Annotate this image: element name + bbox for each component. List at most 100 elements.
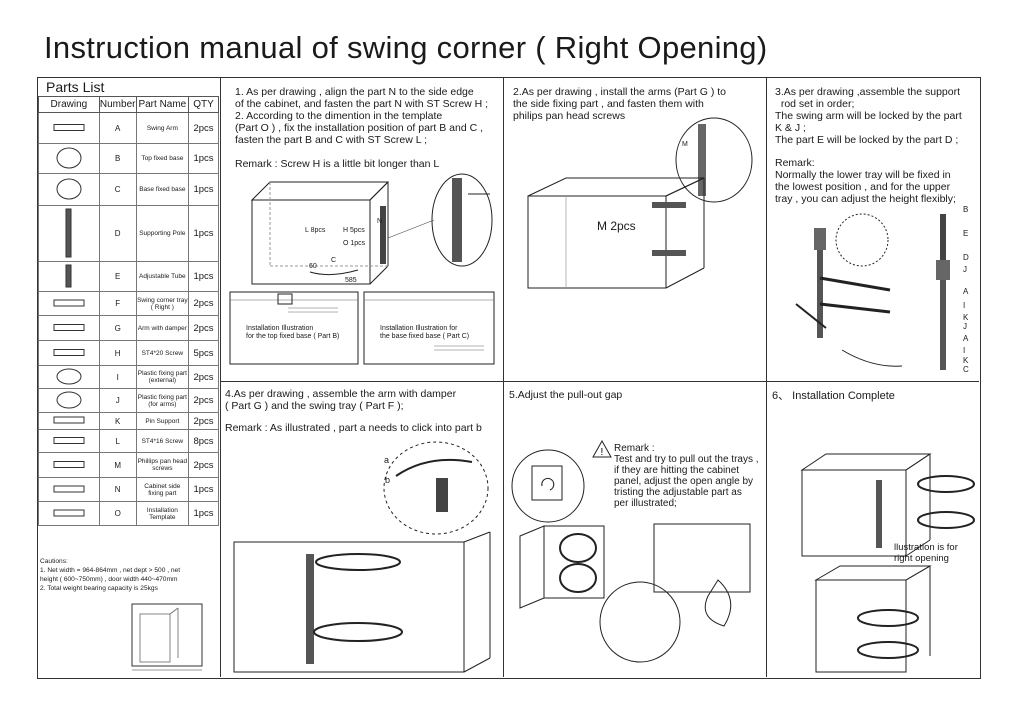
part-number: B (98, 143, 137, 174)
step6-complete-illustration (800, 453, 975, 673)
part-name: Pin Support (135, 412, 190, 430)
step2-cabinet-illustration (527, 117, 753, 289)
part-name: Phillips pan head screws (135, 452, 190, 478)
part-name: Swing Arm (135, 112, 190, 144)
part-number: N (98, 477, 137, 502)
svg-text:!: ! (601, 447, 604, 458)
col-number: Number (98, 96, 137, 113)
divider-col-3 (766, 77, 767, 677)
step1-template-illustrations (229, 291, 495, 365)
part-number: E (98, 261, 137, 292)
step1-label-585: 585 (345, 277, 357, 284)
plastic-fixing-arms-icon (38, 388, 100, 413)
step2-label-m-2pcs: M 2pcs (597, 219, 636, 233)
step3-callout-label: A (963, 287, 969, 296)
step1-caption-top-base: Installation Illustration for the top fi… (246, 325, 340, 340)
step1-remark: Remark : Screw H is a little bit longer … (235, 158, 440, 170)
part-number: C (98, 173, 137, 206)
part-number: I (98, 365, 137, 389)
part-name: Cabinet side fixing part (135, 477, 190, 502)
part-number: H (98, 340, 137, 366)
col-drawing: Drawing (38, 96, 100, 113)
cabinet-dimension-drawing (131, 603, 203, 671)
screw-small-icon (38, 429, 100, 453)
step3-remark: Remark: Normally the lower tray will be … (775, 157, 956, 205)
step1-label-l: L 8pcs (305, 227, 326, 234)
part-qty: 1pcs (188, 477, 219, 502)
step1-label-o: O 1pcs (343, 240, 366, 247)
part-qty: 2pcs (188, 412, 219, 430)
part-qty: 1pcs (188, 501, 219, 526)
part-name: ST4*16 Screw (135, 429, 190, 453)
divider-row (220, 381, 979, 382)
step3-callout-label: I (963, 301, 966, 310)
part-name: Plastic fixing part (for arms) (135, 388, 190, 413)
step3-callout-label: D (963, 253, 969, 262)
part-qty: 2pcs (188, 291, 219, 316)
step3-callout-label: K (963, 313, 969, 322)
step3-callout-label: E (963, 229, 969, 238)
part-number: O (98, 501, 137, 526)
part-name: ST4*20 Screw (135, 340, 190, 366)
part-name: Supporting Pole (135, 205, 190, 262)
adjustable-tube-icon (38, 261, 100, 292)
top-fixed-base-icon (38, 143, 100, 174)
part-name: Top fixed base (135, 143, 190, 174)
screw-icon (38, 340, 100, 366)
step5-text: 5.Adjust the pull-out gap (509, 389, 623, 401)
warning-icon: ! (592, 439, 612, 458)
step1-label-h: H 5pcs (343, 227, 365, 234)
part-qty: 1pcs (188, 143, 219, 174)
phillips-screw-icon (38, 452, 100, 478)
step2-label-m: M (682, 141, 688, 148)
step4-remark: Remark : As illustrated , part a needs t… (225, 422, 482, 434)
step4-label-b: b (385, 475, 391, 485)
cautions-note: Cautions: 1. Net width = 964-864mm , net… (40, 558, 181, 592)
part-number: L (98, 429, 137, 453)
step3-callout-label: J (963, 322, 967, 331)
step1-label-n: N (377, 218, 383, 225)
part-name: Swing corner tray ( Right ) (135, 291, 190, 316)
part-name: Installation Template (135, 501, 190, 526)
supporting-pole-icon (38, 205, 100, 262)
part-qty: 5pcs (188, 340, 219, 366)
content-frame (37, 77, 981, 679)
part-qty: 1pcs (188, 261, 219, 292)
part-name: Adjustable Tube (135, 261, 190, 292)
step2-text: 2.As per drawing , install the arms (Par… (513, 86, 726, 122)
part-name: Arm with damper (135, 315, 190, 341)
step5-adjust-illustration (511, 449, 751, 663)
step1-cabinet-illustration (250, 173, 493, 285)
step6-text: 6、 Installation Complete (772, 390, 895, 402)
part-qty: 8pcs (188, 429, 219, 453)
step3-callout-label: J (963, 265, 967, 274)
step3-text: 3.As per drawing ,assemble the support r… (775, 86, 962, 146)
step3-support-rod-illustration (795, 213, 950, 370)
part-number: F (98, 291, 137, 316)
step1-caption-base-base: Installation Illustration for the base f… (380, 325, 470, 340)
step1-label-c: C (331, 257, 337, 264)
step4-text: 4.As per drawing , assemble the arm with… (225, 388, 457, 412)
part-number: M (98, 452, 137, 478)
col-part-name: Part Name (135, 96, 190, 113)
document-title: Instruction manual of swing corner ( Rig… (44, 30, 768, 65)
step3-callout-label: C (963, 365, 969, 374)
part-name: Base fixed base (135, 173, 190, 206)
template-icon (38, 501, 100, 526)
parts-list-heading: Parts List (46, 79, 105, 95)
part-number: D (98, 205, 137, 262)
divider-col-1 (220, 77, 221, 677)
part-number: K (98, 412, 137, 430)
part-number: J (98, 388, 137, 413)
pin-support-icon (38, 412, 100, 430)
